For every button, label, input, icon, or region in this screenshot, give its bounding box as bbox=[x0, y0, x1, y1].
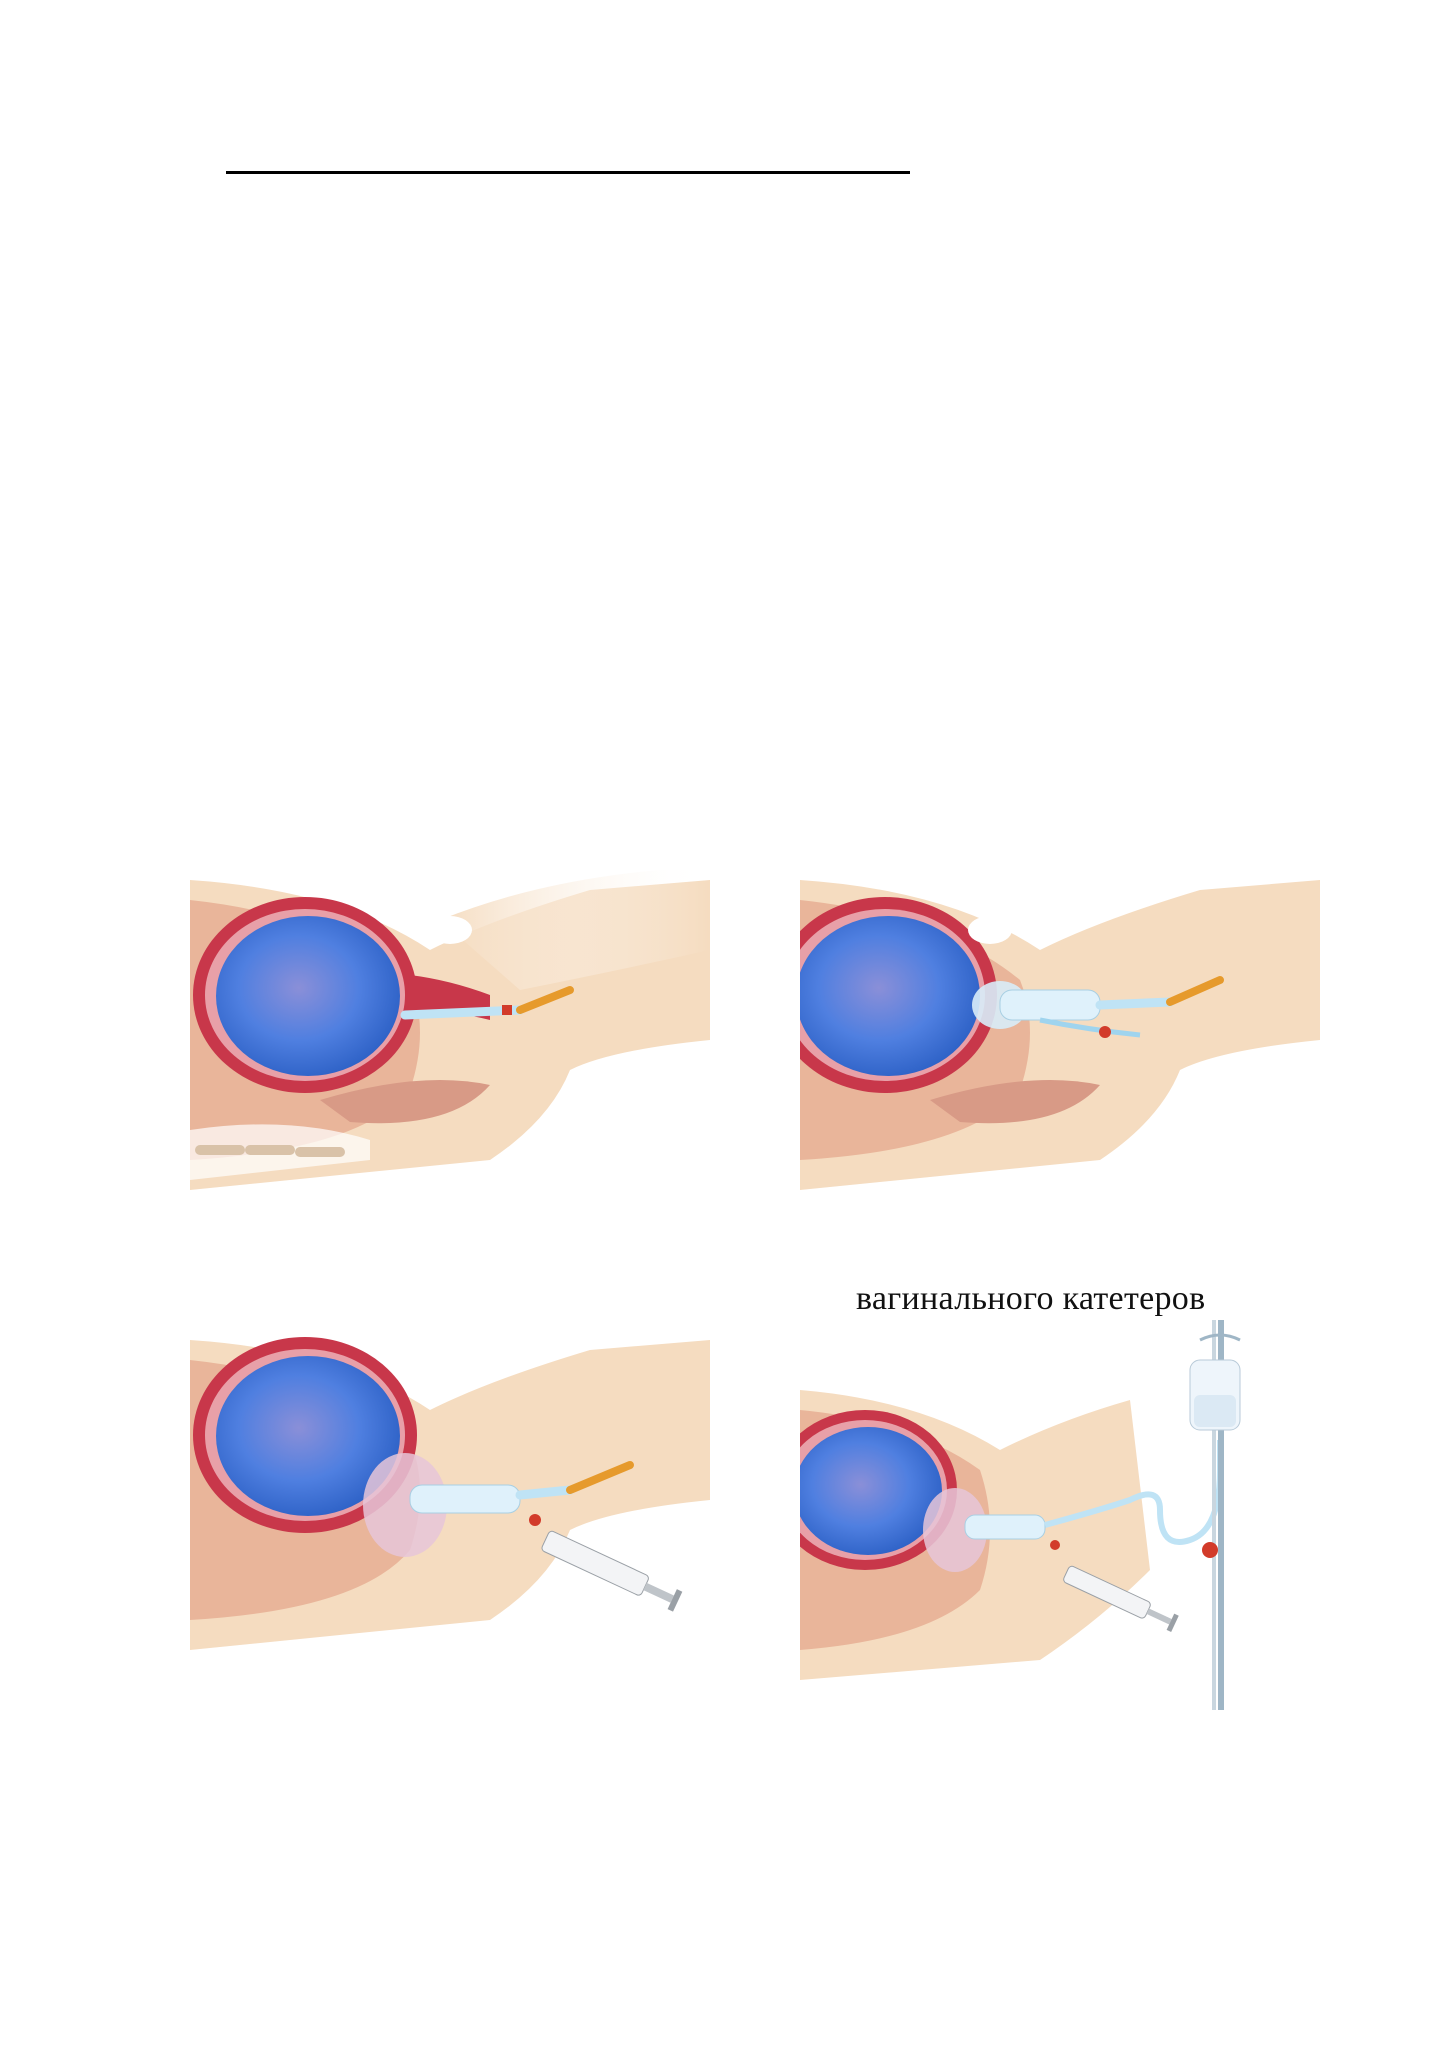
anatomy-diagram-1 bbox=[190, 870, 710, 1190]
title-underline bbox=[226, 171, 910, 174]
figure-caption: вагинального катетеров bbox=[856, 1280, 1206, 1317]
anatomy-diagram-2 bbox=[800, 880, 1320, 1190]
anatomy-diagram-3 bbox=[190, 1337, 710, 1650]
illustration-catheter-placement bbox=[190, 860, 710, 1200]
illustration-balloon-catheter bbox=[800, 860, 1320, 1200]
anatomy-diagram-4 bbox=[800, 1320, 1241, 1710]
illustration-syringe-inflation bbox=[190, 1320, 710, 1660]
illustration-irrigation-setup bbox=[800, 1320, 1280, 1710]
